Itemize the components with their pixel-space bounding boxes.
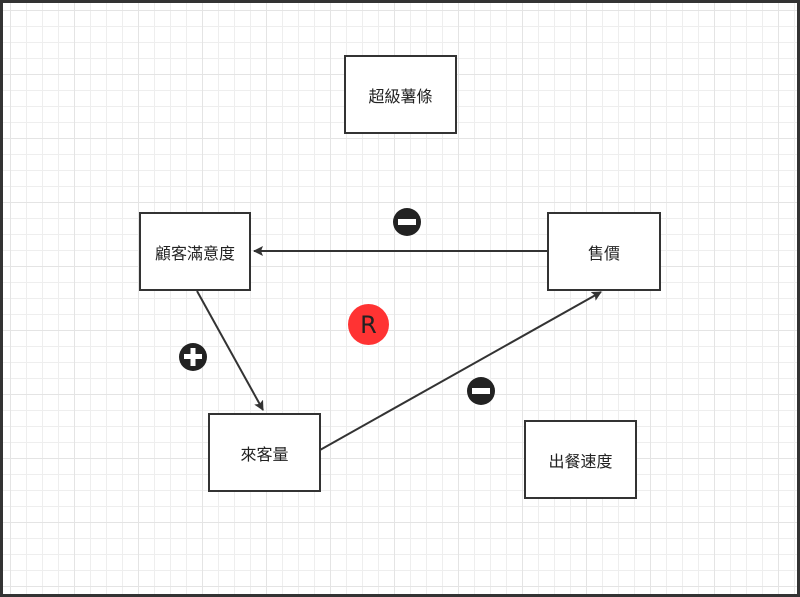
node-satisfaction[interactable]: 顧客滿意度	[139, 212, 251, 291]
edge-satisfaction-to-customers[interactable]	[196, 290, 264, 411]
node-customers[interactable]: 來客量	[208, 413, 321, 492]
node-label: 售價	[587, 243, 620, 263]
node-label: 來客量	[240, 444, 289, 464]
minus-icon	[467, 377, 495, 405]
minus-icon	[393, 208, 421, 236]
node-price[interactable]: 售價	[547, 212, 661, 291]
loop-label: R	[360, 310, 377, 339]
node-label: 顧客滿意度	[154, 243, 235, 263]
node-fries[interactable]: 超級薯條	[344, 55, 457, 134]
node-speed[interactable]: 出餐速度	[524, 420, 637, 499]
node-label: 出餐速度	[548, 451, 613, 471]
plus-icon	[179, 343, 207, 371]
reinforcing-loop-badge: R	[348, 304, 389, 345]
node-label: 超級薯條	[368, 86, 433, 106]
edge-customers-to-price[interactable]	[319, 291, 602, 451]
